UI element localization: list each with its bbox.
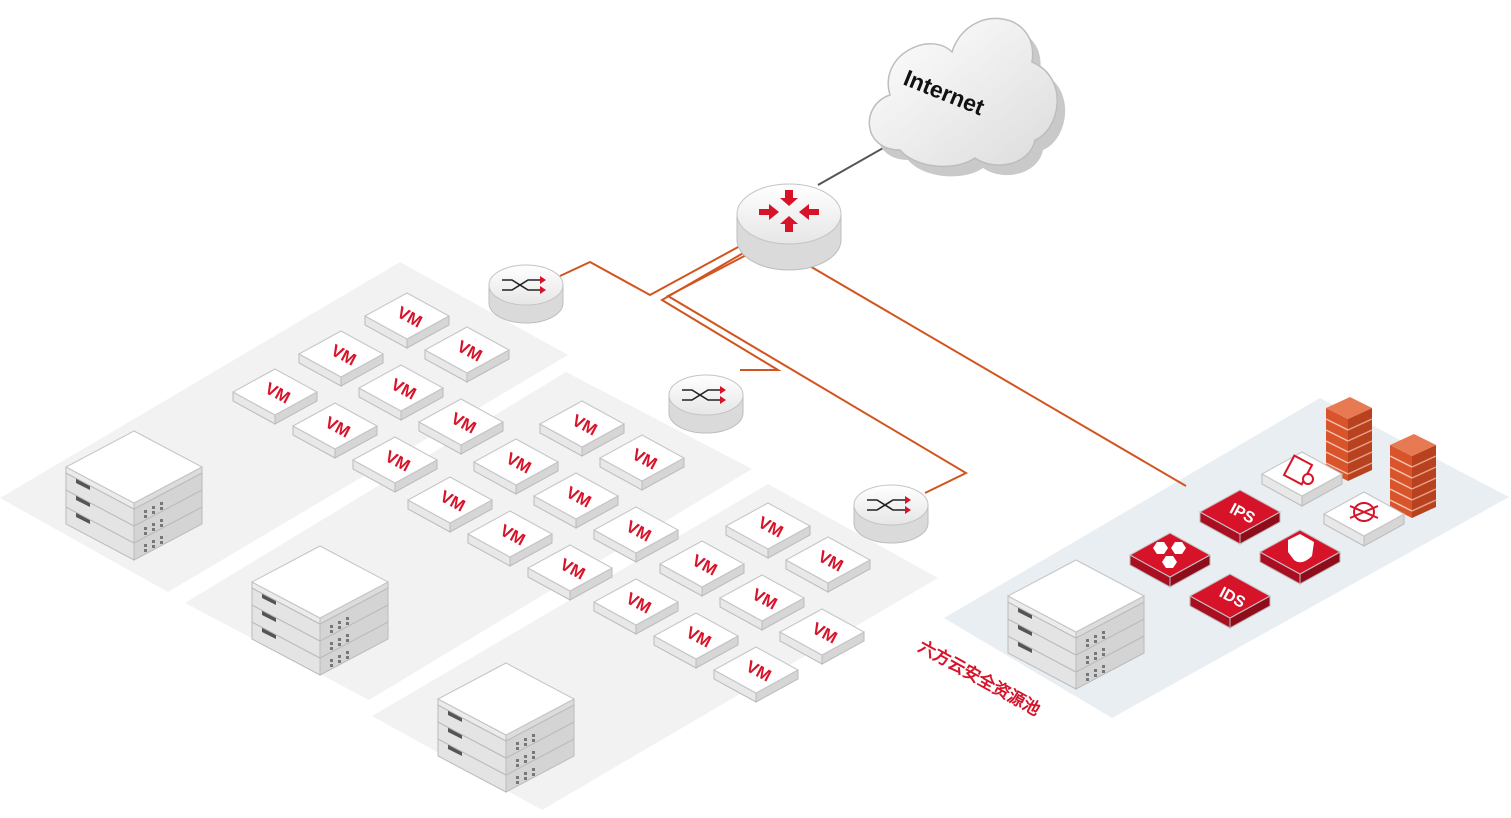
vm-tile: VM xyxy=(231,368,319,425)
devices: VMVMVMVMVMVMVMVMVMVMVMVMVMVMVMVMVMVMVMVM… xyxy=(64,183,929,793)
vm-tile: VM xyxy=(423,326,511,383)
vm-tile: VM xyxy=(363,292,451,349)
vm-tile: VM xyxy=(718,574,806,631)
link-pool xyxy=(807,264,1187,487)
bug-icon xyxy=(1349,502,1379,522)
router-icon xyxy=(759,190,819,232)
switch-1 xyxy=(488,264,564,324)
link-switch-3 xyxy=(665,251,969,494)
vm-tile: VM xyxy=(472,438,560,495)
vm-tile: VM xyxy=(592,578,680,635)
vm-tile: VM xyxy=(526,544,614,601)
vm-tile: VM xyxy=(538,400,626,457)
vm-tile: VM xyxy=(598,434,686,491)
link-switch-1 xyxy=(559,245,741,297)
vm-tile: VM xyxy=(784,536,872,593)
firewall-icon xyxy=(1389,434,1437,518)
switch-icon xyxy=(867,496,911,514)
ips-device: IPS xyxy=(1198,489,1282,545)
cluster-2-server xyxy=(250,545,390,676)
vm-tile: VM xyxy=(658,540,746,597)
vm-tile: VM xyxy=(652,612,740,669)
switch-icon xyxy=(502,276,546,294)
internet-cloud: Internet xyxy=(868,17,1066,177)
vm-tile: VM xyxy=(291,402,379,459)
vm-tile: VM xyxy=(357,364,445,421)
vm-tile: VM xyxy=(778,608,866,665)
switch-2 xyxy=(668,374,744,434)
cloud-workload-device xyxy=(1128,532,1212,588)
vm-tile: VM xyxy=(466,510,554,567)
vm-tile: VM xyxy=(532,472,620,529)
links xyxy=(559,125,1187,494)
vm-tile: VM xyxy=(724,502,812,559)
vm-tile: VM xyxy=(592,506,680,563)
vm-tile: VM xyxy=(297,330,385,387)
firewall-icon xyxy=(1325,397,1373,481)
cluster-3-server xyxy=(436,662,576,793)
vm-tile: VM xyxy=(406,476,494,533)
cluster-1-server xyxy=(64,430,204,561)
waf-device xyxy=(1258,529,1342,585)
antivirus-device xyxy=(1322,491,1406,547)
security-devices: IPS IDS xyxy=(1006,397,1437,690)
switch-icon xyxy=(682,386,726,404)
ids-device: IDS xyxy=(1188,573,1272,629)
link-switch-2 xyxy=(660,251,782,371)
shield-icon xyxy=(1288,534,1314,563)
pool-server xyxy=(1006,559,1146,690)
core-router xyxy=(736,183,842,271)
vm-tile: VM xyxy=(417,398,505,455)
document-search-icon xyxy=(1282,454,1314,486)
hexagon-cluster-icon xyxy=(1153,542,1186,568)
switch-3 xyxy=(853,484,929,544)
vm-tile: VM xyxy=(351,436,439,493)
vm-tile: VM xyxy=(712,646,800,703)
audit-device xyxy=(1260,451,1344,507)
